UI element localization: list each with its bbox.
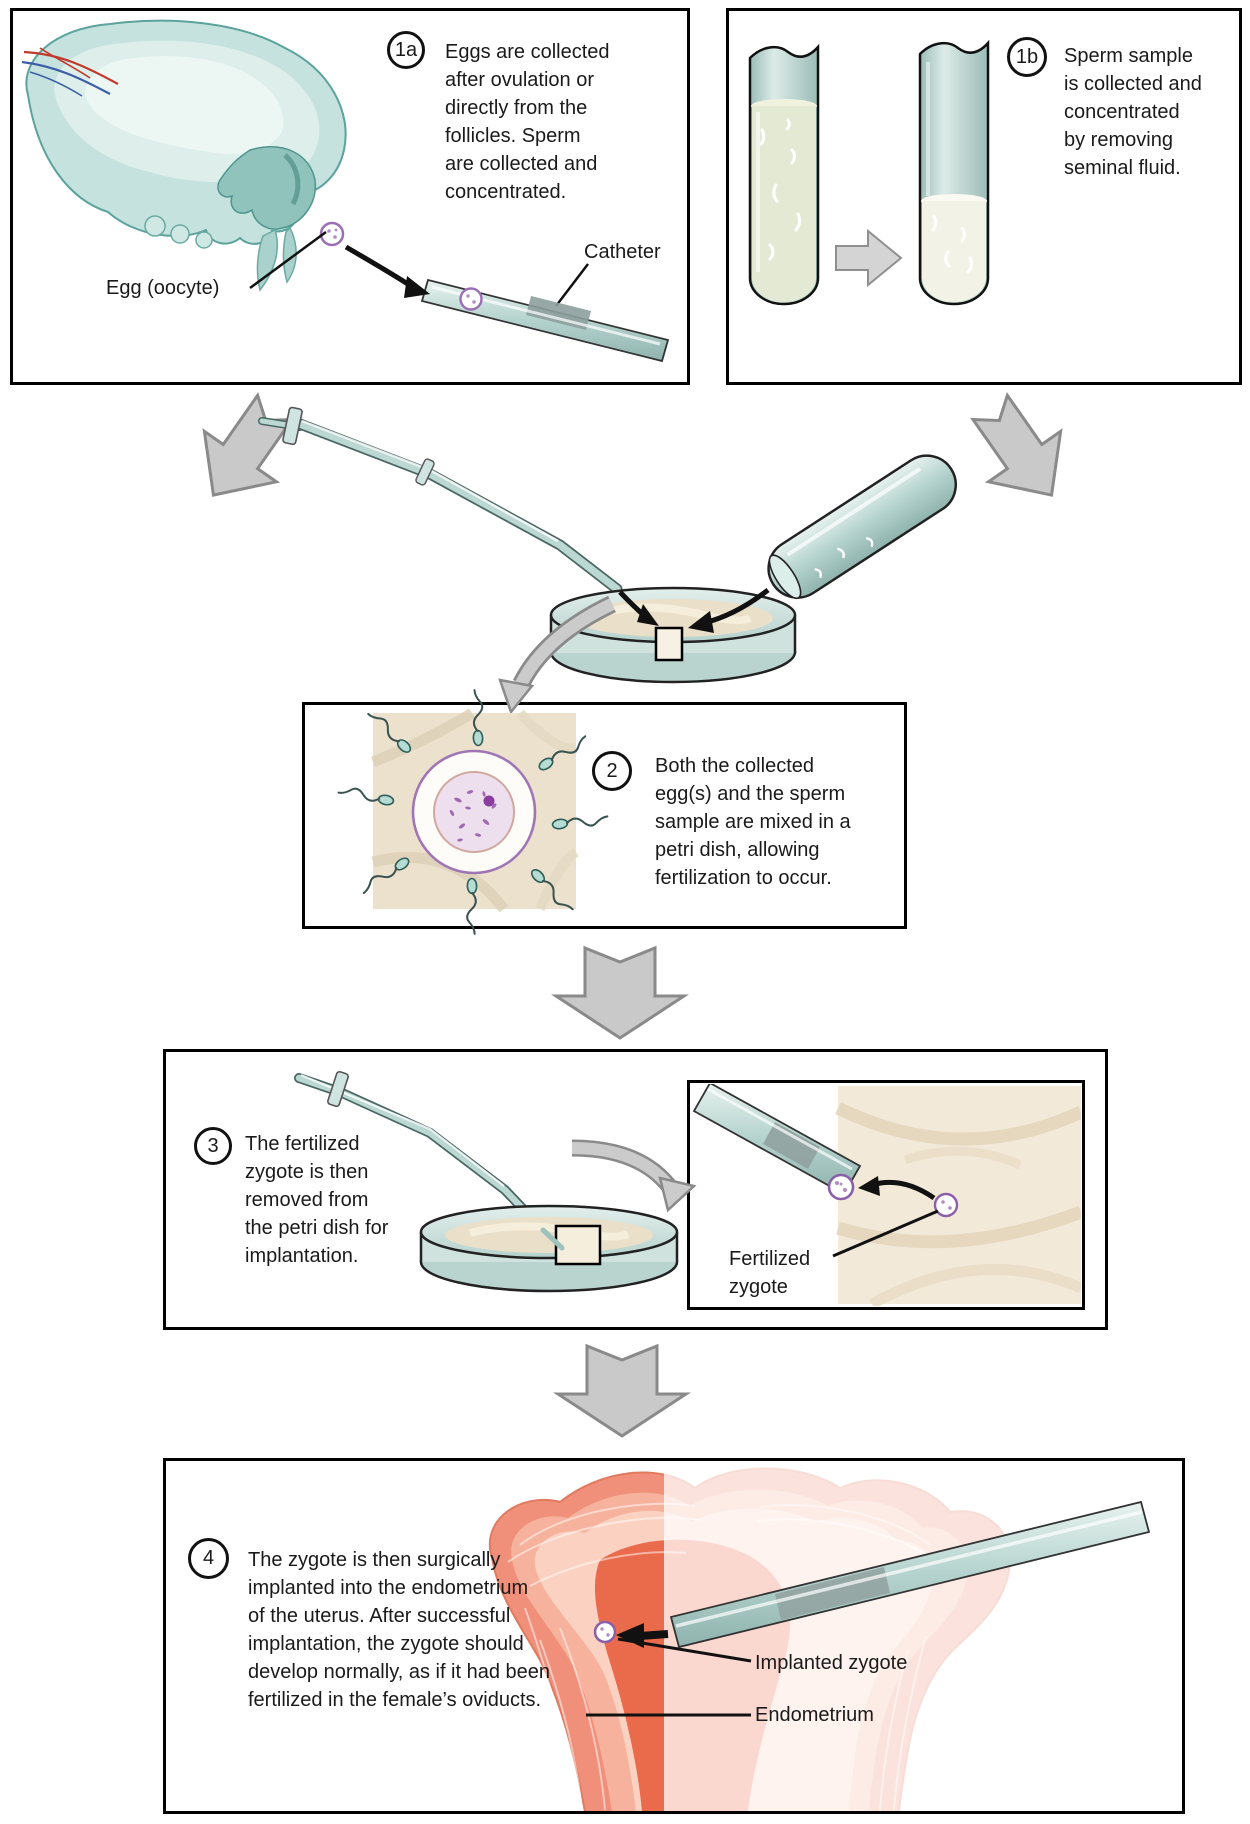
- transfer-pipette-illustration: [258, 406, 623, 595]
- egg-oocyte-label-text: Egg (oocyte): [106, 277, 220, 299]
- text-line: are collected and: [445, 153, 598, 175]
- text-line: after ovulation or: [445, 69, 594, 91]
- tube-to-dish-arrow: [688, 588, 770, 633]
- egg-oocyte-label: Egg (oocyte): [106, 275, 219, 301]
- step-1b-text: Sperm sample is collected and concentrat…: [1064, 42, 1202, 182]
- text-line: follicles. Sperm: [445, 125, 581, 147]
- text-line: develop normally, as if it had been: [248, 1661, 551, 1683]
- text-line: removed from: [245, 1189, 369, 1211]
- step-1b-label: 1b: [1015, 45, 1039, 68]
- text-line: the petri dish for: [245, 1217, 389, 1239]
- text-line: zygote: [729, 1276, 788, 1298]
- text-line: implanted into the endometrium: [248, 1577, 529, 1599]
- step-1a-label: 1a: [394, 38, 418, 61]
- catheter-label-text: Catheter: [584, 241, 661, 263]
- text-line: zygote is then: [245, 1161, 369, 1183]
- text-line: fertilized in the female’s oviducts.: [248, 1689, 542, 1711]
- text-line: The fertilized: [245, 1133, 360, 1155]
- implanted-zygote-label-text: Implanted zygote: [755, 1652, 908, 1674]
- text-line: Sperm sample: [1064, 45, 1193, 67]
- step-1a-badge: 1a: [387, 31, 425, 69]
- text-line: Eggs are collected: [445, 41, 610, 63]
- text-line: implantation.: [245, 1245, 359, 1267]
- flow-arrow-right-icon: [970, 392, 1063, 497]
- implanted-zygote-label: Implanted zygote: [755, 1650, 907, 1676]
- step-3-badge: 3: [194, 1127, 232, 1165]
- text-line: Fertilized: [729, 1248, 811, 1270]
- text-line: sample are mixed in a: [655, 811, 851, 833]
- step-4-text: The zygote is then surgically implanted …: [248, 1546, 550, 1714]
- text-line: Both the collected: [655, 755, 814, 777]
- pipette-to-dish-arrow: [618, 590, 659, 626]
- text-line: directly from the: [445, 97, 588, 119]
- step-1b-badge: 1b: [1007, 37, 1047, 77]
- step-3-text: The fertilized zygote is then removed fr…: [245, 1130, 388, 1270]
- text-line: fertilization to occur.: [655, 867, 832, 889]
- endometrium-label: Endometrium: [755, 1702, 874, 1728]
- catheter-label: Catheter: [584, 239, 661, 265]
- flow-arrow-down-1-icon: [550, 945, 690, 1040]
- text-line: by removing: [1064, 129, 1173, 151]
- mixing-zone-square: [654, 626, 684, 662]
- step-2-label: 2: [606, 759, 618, 782]
- step-4-badge: 4: [188, 1538, 229, 1579]
- text-line: implantation, the zygote should: [248, 1633, 524, 1655]
- flow-arrow-left-icon: [202, 392, 295, 497]
- dish-to-panel2-arrow: [498, 595, 616, 715]
- fertilized-zygote-label: Fertilized zygote: [729, 1245, 810, 1301]
- text-line: is collected and: [1064, 73, 1202, 95]
- step-1a-text: Eggs are collected after ovulation or di…: [445, 38, 610, 206]
- text-line: of the uterus. After successful: [248, 1605, 511, 1627]
- step-3-label: 3: [207, 1134, 219, 1157]
- text-line: concentrated: [1064, 101, 1180, 123]
- text-line: The zygote is then surgically: [248, 1549, 501, 1571]
- flow-arrow-down-2-icon: [552, 1343, 692, 1438]
- text-line: egg(s) and the sperm: [655, 783, 846, 805]
- petri-dish-mix-illustration: [549, 586, 797, 684]
- step-2-badge: 2: [592, 751, 632, 791]
- text-line: petri dish, allowing: [655, 839, 820, 861]
- step-4-label: 4: [202, 1547, 215, 1569]
- text-line: seminal fluid.: [1064, 157, 1181, 179]
- transfer-tube-illustration: [767, 454, 958, 600]
- text-line: concentrated.: [445, 181, 567, 203]
- endometrium-label-text: Endometrium: [755, 1704, 874, 1726]
- step-2-text: Both the collected egg(s) and the sperm …: [655, 752, 851, 892]
